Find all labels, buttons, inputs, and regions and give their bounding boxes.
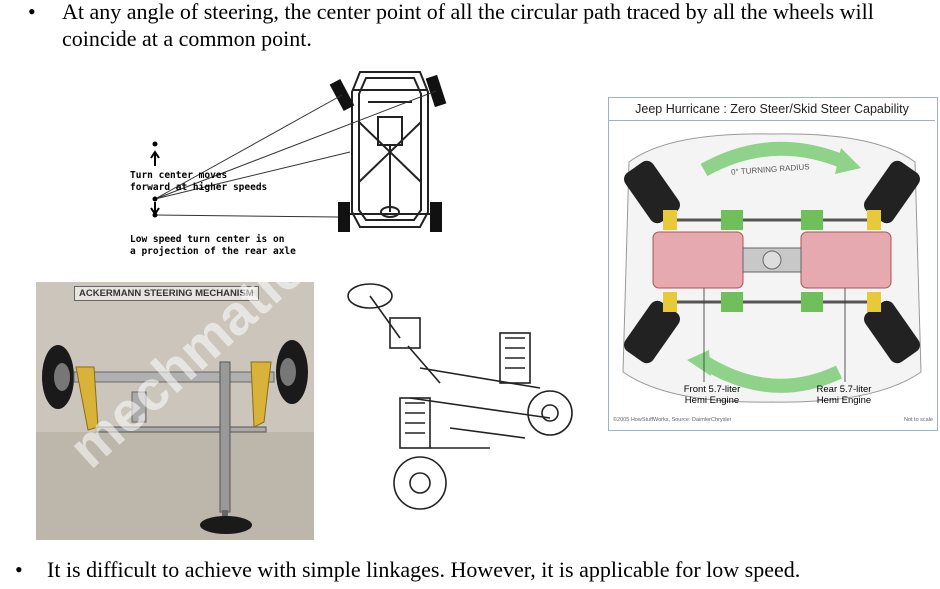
- turn-center-label-line2: forward at higher speeds: [130, 182, 268, 193]
- steering-system-sketch: [340, 278, 580, 530]
- low-speed-label-line1: Low speed turn center is on: [130, 234, 285, 245]
- steering-linkage-drawing: [347, 283, 573, 510]
- rear-engine-label-line1: Rear 5.7-liter: [816, 384, 872, 395]
- image-credit: ©2005 HowStuffWorks, Source: DaimlerChry…: [613, 417, 732, 423]
- bullet-symbol: •: [28, 0, 36, 24]
- ackermann-photo-title: ACKERMANN STEERING MECHANISM: [74, 286, 259, 301]
- bullet-symbol: •: [15, 557, 23, 582]
- front-engine-label-line1: Front 5.7-liter: [683, 384, 741, 395]
- turn-center-label-line1: Turn center moves: [130, 170, 228, 181]
- jeep-figure-title: Jeep Hurricane : Zero Steer/Skid Steer C…: [609, 98, 935, 121]
- bullet-text: It is difficult to achieve with simple l…: [47, 557, 801, 582]
- low-speed-label-line2: a projection of the rear axle: [130, 246, 296, 257]
- jeep-hurricane-figure: Jeep Hurricane : Zero Steer/Skid Steer C…: [608, 97, 938, 431]
- chassis-turn-center-diagram: Turn center moves forward at higher spee…: [128, 62, 458, 267]
- bullet-text: At any angle of steering, the center poi…: [62, 0, 874, 51]
- scale-note: Not to scale: [903, 417, 933, 423]
- jeep-drivetrain-drawing: [622, 133, 922, 403]
- ackermann-model-drawing: [36, 282, 314, 540]
- front-engine-label-line2: Hemi Engine: [684, 395, 740, 406]
- chassis-drawing: [150, 71, 447, 232]
- rear-engine-label-line2: Hemi Engine: [816, 395, 872, 406]
- ackermann-mechanism-photo: ACKERMANN STEERING MECHANISM mechmatics: [36, 282, 314, 540]
